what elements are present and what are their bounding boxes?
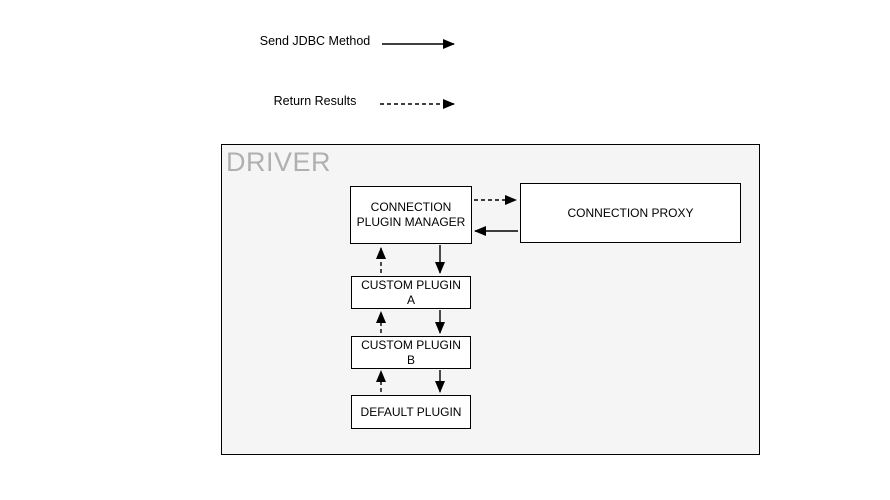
node-custom-plugin-b: CUSTOM PLUGIN B [351, 336, 471, 369]
node-default-plugin: DEFAULT PLUGIN [351, 395, 471, 429]
node-connection-proxy: CONNECTION PROXY [520, 183, 741, 243]
node-custom-plugin-b-label: CUSTOM PLUGIN B [361, 337, 461, 367]
legend-label-send-jdbc-method: Send JDBC Method [259, 34, 371, 48]
node-custom-plugin-a-label: CUSTOM PLUGIN A [361, 277, 461, 307]
node-default-plugin-label: DEFAULT PLUGIN [360, 404, 462, 419]
driver-container-label: DRIVER [226, 147, 332, 177]
legend-label-return-results: Return Results [273, 94, 357, 108]
node-connection-proxy-label: CONNECTION PROXY [567, 205, 694, 220]
node-connection-plugin-manager-label: CONNECTION PLUGIN MANAGER [356, 200, 466, 229]
node-connection-plugin-manager: CONNECTION PLUGIN MANAGER [350, 186, 472, 244]
node-custom-plugin-a: CUSTOM PLUGIN A [351, 276, 471, 309]
